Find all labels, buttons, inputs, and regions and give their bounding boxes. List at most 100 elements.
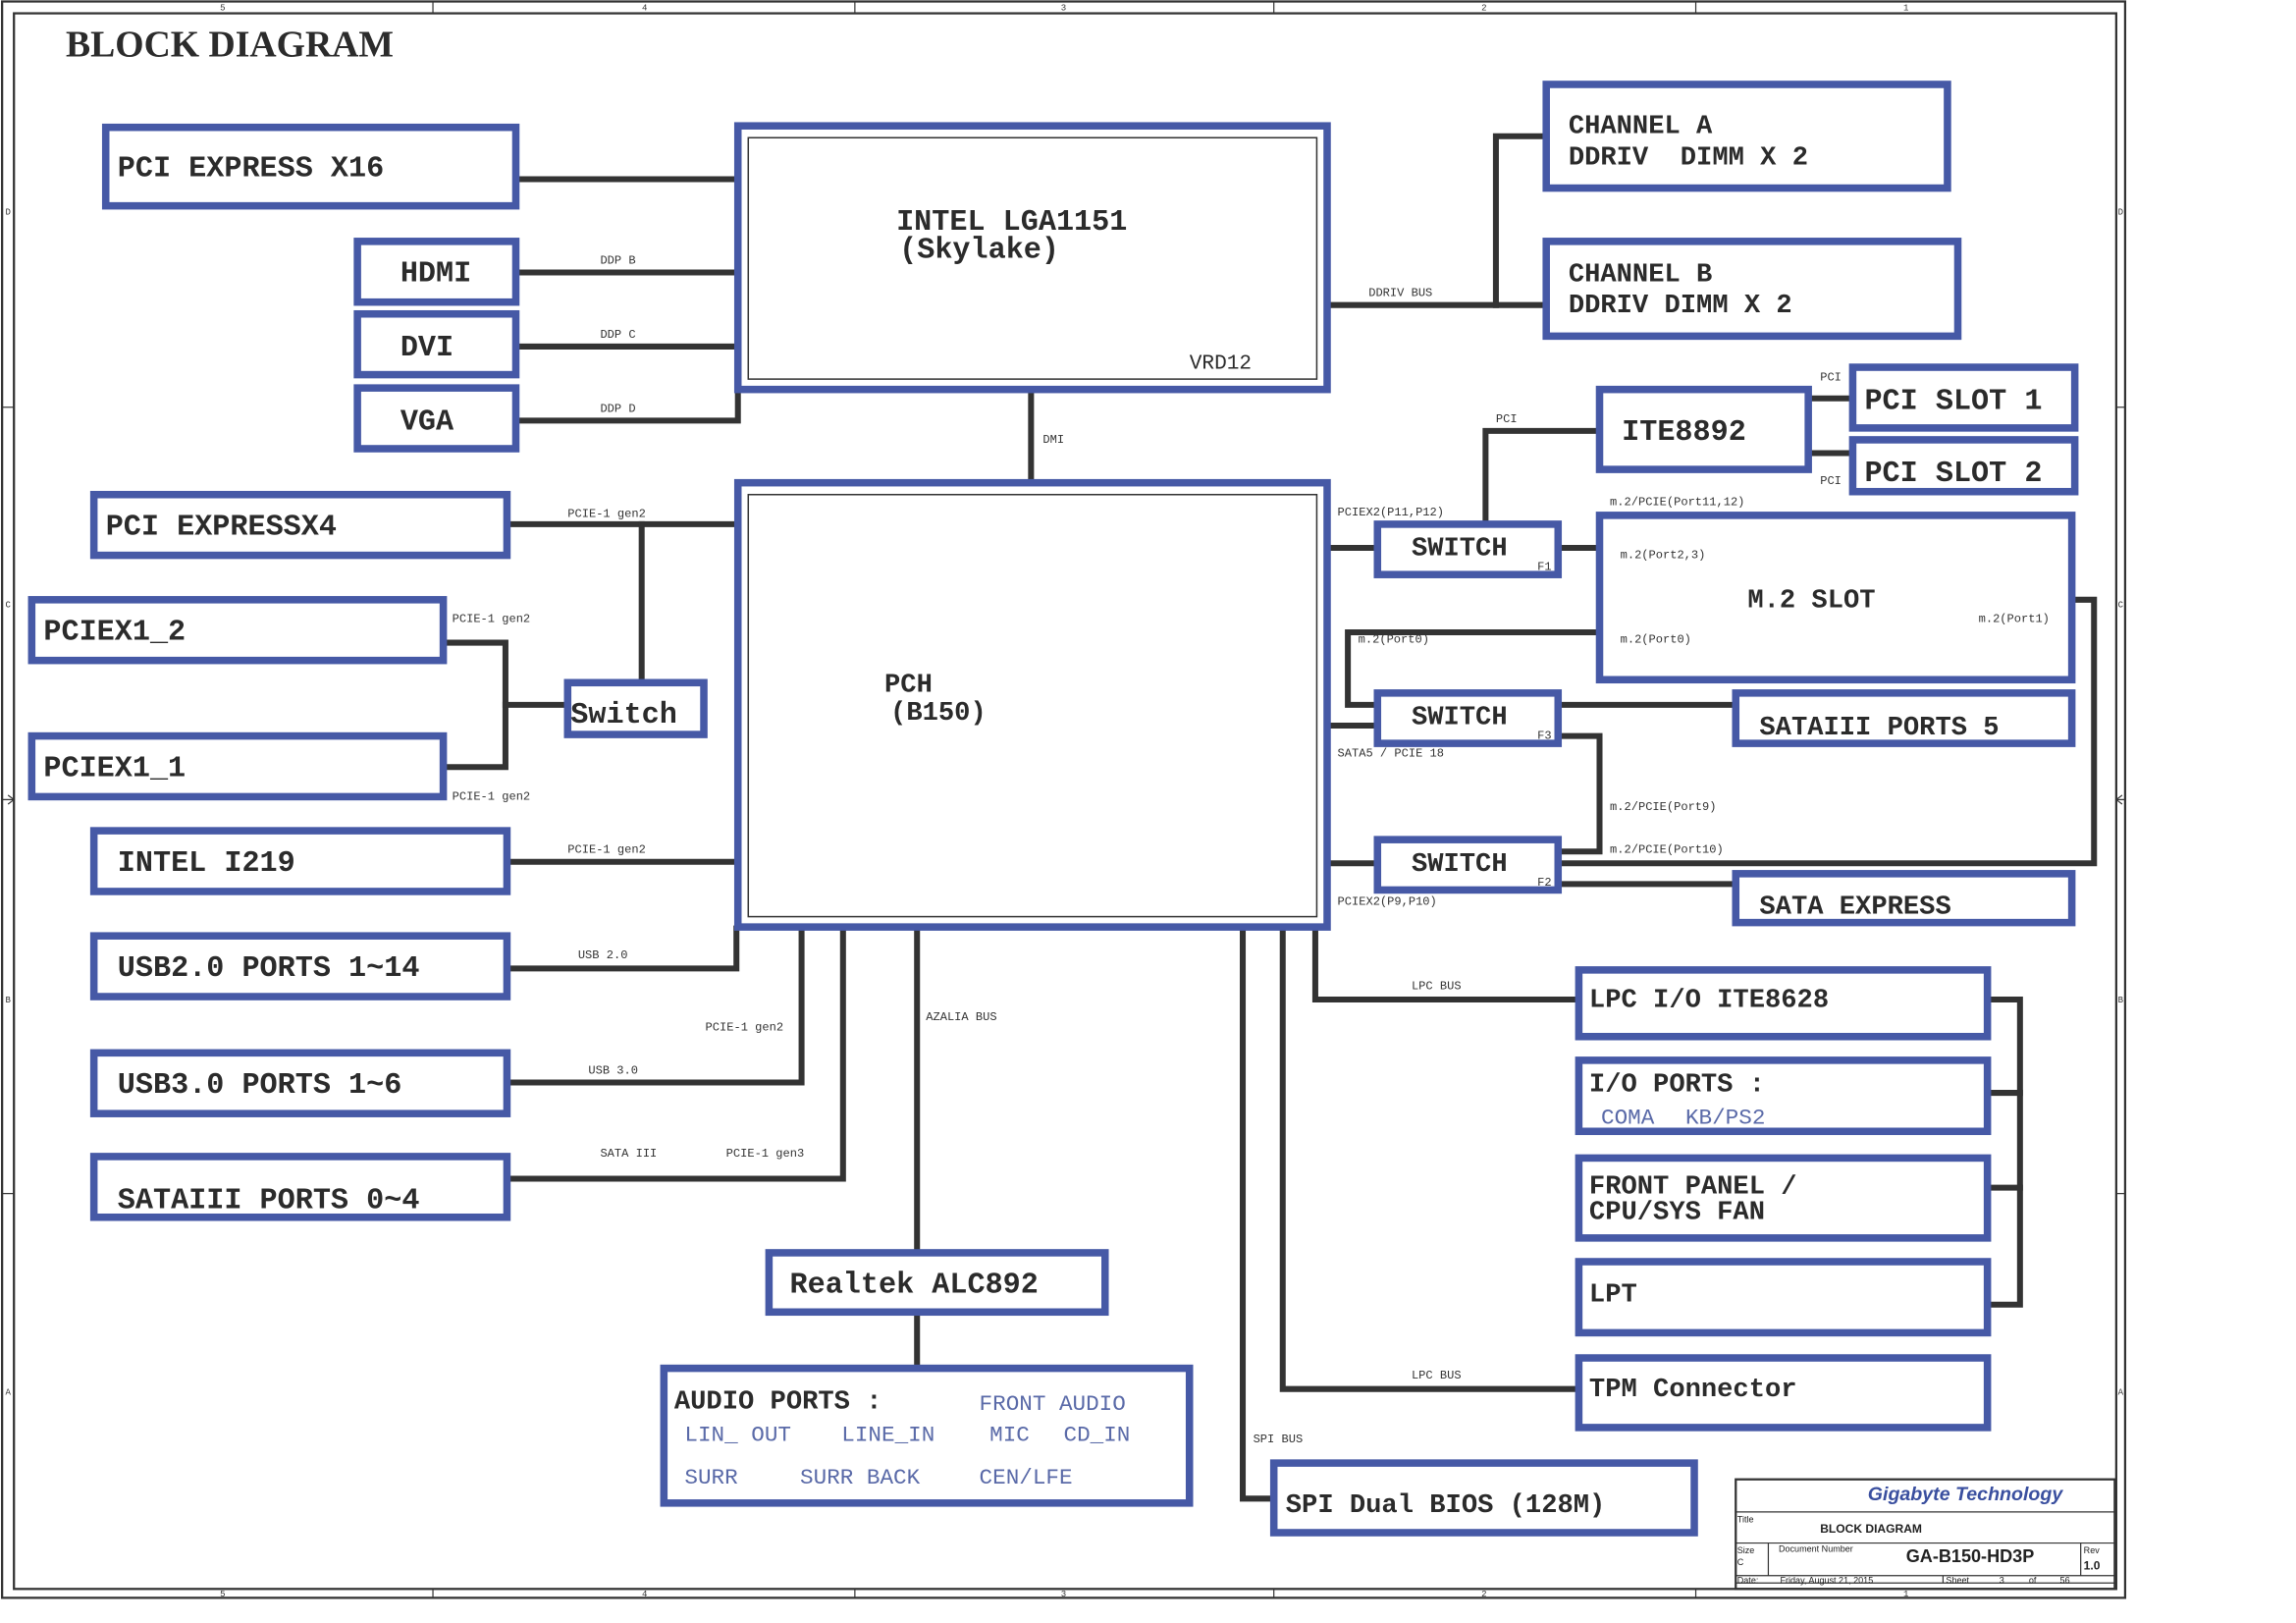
block-audio-ports[interactable]: AUDIO PORTS : FRONT AUDIO LIN_ OUT LINE_…	[660, 1364, 1194, 1507]
center-arrow-icon	[2114, 794, 2125, 805]
block-pch[interactable]: PCH (B150)	[733, 478, 1331, 931]
block-ite8892[interactable]: ITE8892	[1595, 385, 1812, 473]
block-switch-left[interactable]: Switch	[563, 678, 708, 738]
bus-label: PCIE-1 gen2	[567, 507, 646, 520]
block-label: LPC I/O ITE8628	[1589, 986, 1829, 1016]
block-front-panel[interactable]: FRONT PANEL / CPU/SYS FAN	[1575, 1154, 1992, 1242]
pch-name: PCH	[884, 670, 933, 700]
block-spi-bios[interactable]: SPI Dual BIOS (128M)	[1269, 1459, 1698, 1537]
bus-label: DDRIV BUS	[1368, 287, 1432, 300]
block-pci-slot-2[interactable]: PCI SLOT 2	[1848, 436, 2079, 496]
block-sata-0-4[interactable]: SATAIII PORTS 0~4	[89, 1153, 511, 1221]
audio-title: AUDIO PORTS :	[674, 1386, 882, 1417]
block-realtek[interactable]: Realtek ALC892	[765, 1249, 1109, 1317]
block-sata-5[interactable]: SATAIII PORTS 5	[1732, 689, 2076, 747]
block-switch-f1[interactable]: SWITCH F1	[1373, 520, 1563, 578]
bus-label: USB 3.0	[588, 1063, 638, 1077]
block-dvi[interactable]: DVI	[353, 309, 520, 379]
wire-spi-bus	[1240, 925, 1277, 1502]
block-label: SATAIII PORTS 5	[1759, 713, 1999, 743]
bus-label: PCIEX2(P9,P10)	[1338, 895, 1437, 909]
page-title: BLOCK DIAGRAM	[66, 24, 394, 65]
wire-usb2	[504, 925, 740, 972]
block-label: Switch	[570, 699, 677, 732]
block-label: PCIEX1_1	[43, 752, 186, 785]
block-intel-i219[interactable]: INTEL I219	[89, 827, 511, 895]
block-vga[interactable]: VGA	[353, 384, 520, 453]
audio-port: FRONT AUDIO	[980, 1391, 1126, 1417]
block-channel-b[interactable]: CHANNEL B DDRIV DIMM X 2	[1542, 238, 1962, 341]
column-marker: 4	[642, 1589, 647, 1599]
m2-port-label: m.2(Port0)	[1621, 633, 1691, 647]
bus-label: PCI	[1820, 474, 1842, 488]
column-marker: 1	[1903, 3, 1908, 14]
wire-m2-port9-10	[1555, 732, 1603, 855]
block-channel-a[interactable]: CHANNEL A DDRIV DIMM X 2	[1542, 81, 1951, 192]
block-pcie-x4[interactable]: PCI EXPRESSX4	[89, 490, 511, 560]
block-label: PCI SLOT 1	[1864, 385, 2042, 418]
block-label: SWITCH	[1412, 703, 1508, 733]
wire-m2-port1	[1555, 596, 2098, 867]
column-marker: 3	[1061, 1589, 1066, 1599]
bus-label: DDP D	[600, 402, 635, 415]
block-io-ports[interactable]: I/O PORTS : COMA KB/PS2	[1575, 1056, 1992, 1136]
channel-b-dimm: DDRIV DIMM X 2	[1569, 291, 1792, 321]
bus-label: PCIE-1 gen2	[567, 843, 646, 857]
row-marker: D	[2118, 207, 2123, 218]
wire-sata-0-4	[504, 925, 846, 1182]
block-usb3[interactable]: USB3.0 PORTS 1~6	[89, 1049, 511, 1117]
size-value: C	[1737, 1557, 1744, 1567]
company-name: Gigabyte Technology	[1868, 1484, 2064, 1505]
row-marker: D	[5, 207, 10, 218]
date-label: Date:	[1737, 1575, 1759, 1585]
block-label: SPI Dual BIOS (128M)	[1286, 1490, 1606, 1521]
block-switch-f3[interactable]: SWITCH F3	[1373, 689, 1563, 747]
doc-number-label: Document Number	[1779, 1544, 1853, 1554]
block-pciex1-1[interactable]: PCIEX1_1	[27, 731, 448, 801]
switch-tag: F3	[1537, 730, 1551, 743]
doc-number: GA-B150-HD3P	[1906, 1546, 2035, 1566]
block-label: USB2.0 PORTS 1~14	[118, 952, 420, 986]
block-label: PCIEX1_2	[43, 617, 186, 650]
block-hdmi[interactable]: HDMI	[353, 238, 520, 306]
channel-b-name: CHANNEL B	[1569, 260, 1712, 291]
bus-labels: DDP B DDP C DDP D DMI DDRIV BUS PCI PCI …	[453, 253, 1842, 1446]
wire-lpc-bus	[1311, 925, 1582, 1003]
cpu-vrd: VRD12	[1190, 352, 1252, 376]
row-marker: A	[2118, 1387, 2124, 1398]
column-marker: 5	[220, 1589, 225, 1599]
block-tpm[interactable]: TPM Connector	[1575, 1354, 1992, 1432]
front-panel-line2: CPU/SYS FAN	[1589, 1197, 1765, 1227]
block-m2-slot[interactable]: M.2 SLOT m.2(Port2,3) m.2(Port0) m.2(Por…	[1595, 512, 2076, 684]
block-cpu[interactable]: INTEL LGA1151 (Skylake) VRD12	[733, 122, 1331, 394]
of-label: of	[2029, 1575, 2037, 1585]
block-label: ITE8892	[1622, 416, 1746, 450]
block-sata-express[interactable]: SATA EXPRESS	[1732, 870, 2076, 927]
bus-label: PCIE-1 gen2	[453, 612, 531, 625]
rev-label: Rev	[2084, 1545, 2101, 1555]
column-marker: 5	[220, 3, 225, 14]
block-pciex1-2[interactable]: PCIEX1_2	[27, 596, 448, 665]
block-label: SWITCH	[1412, 534, 1508, 565]
bus-label: PCI	[1820, 371, 1842, 385]
column-marker: 4	[642, 3, 647, 14]
row-marker: C	[2118, 599, 2124, 610]
bus-label: LPC BUS	[1412, 1369, 1462, 1382]
total-sheets: 56	[2060, 1575, 2070, 1585]
block-usb2[interactable]: USB2.0 PORTS 1~14	[89, 932, 511, 1001]
block-lpc-io[interactable]: LPC I/O ITE8628	[1575, 966, 1992, 1041]
block-label: PCI EXPRESSX4	[106, 511, 337, 544]
row-marker: A	[5, 1387, 11, 1398]
block-pci-slot-1[interactable]: PCI SLOT 1	[1848, 363, 2079, 432]
block-label: INTEL I219	[118, 847, 295, 881]
block-switch-f2[interactable]: SWITCH F2	[1373, 836, 1563, 894]
m2-port-label: m.2(Port2,3)	[1621, 549, 1706, 563]
cpu-name: INTEL LGA1151	[896, 206, 1127, 240]
audio-port: MIC	[989, 1422, 1030, 1447]
block-pcie-x16[interactable]: PCI EXPRESS X16	[101, 123, 520, 210]
block-lpt[interactable]: LPT	[1575, 1258, 1992, 1337]
title-label: Title	[1737, 1514, 1754, 1524]
bus-label: PCIE-1 gen2	[706, 1021, 784, 1035]
